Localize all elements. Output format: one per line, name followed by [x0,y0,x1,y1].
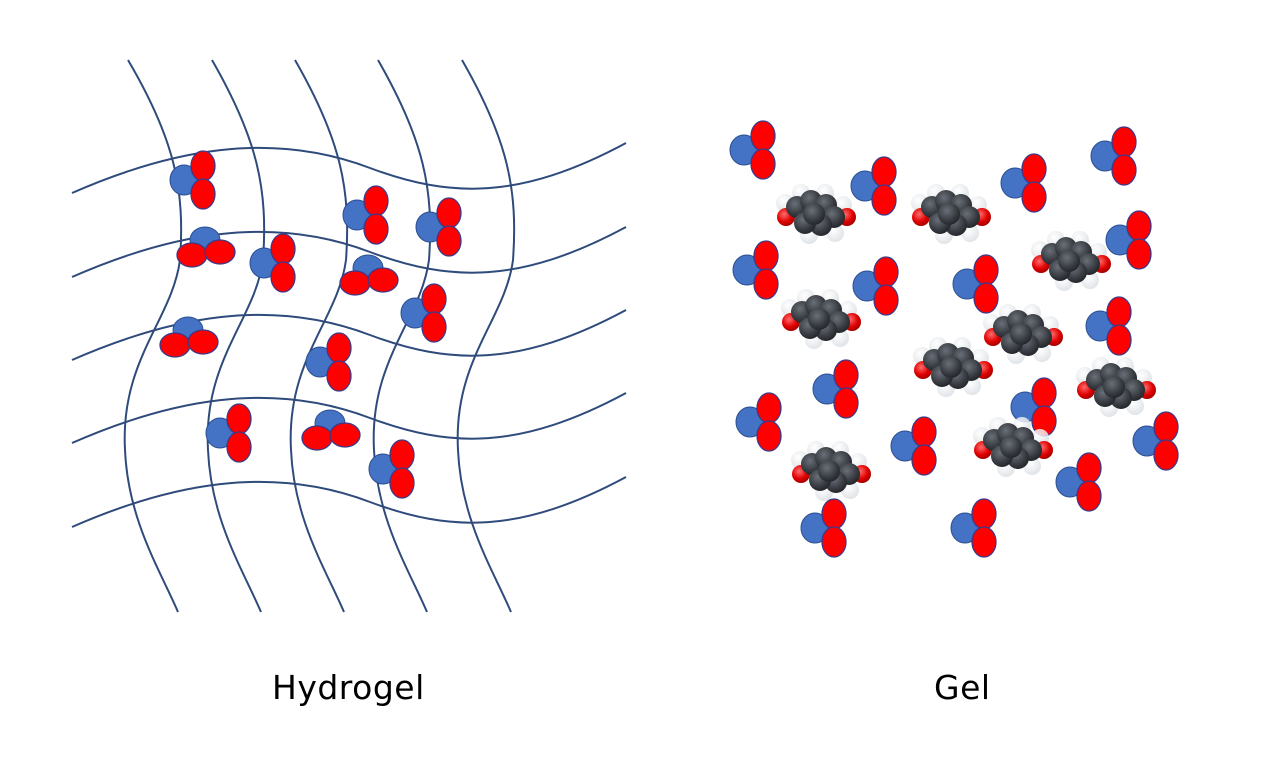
organic-molecule-icon [781,289,861,349]
water-molecule-icon [952,254,999,314]
water-molecule-icon [1010,377,1057,437]
water-molecule-icon [249,233,296,293]
water-molecule-icon [305,332,352,392]
organic-molecule-icon [1031,231,1111,291]
organic-molecules [776,184,1156,501]
organic-molecule-icon [911,184,991,244]
polymer-chain-vertical [456,59,516,613]
water-molecule-icon [735,392,782,452]
polymer-chain-horizontal [71,142,627,194]
polymer-chain-horizontal [71,392,627,444]
water-molecule-icon [342,185,389,245]
organic-molecule-icon [983,304,1063,364]
polymer-chain-vertical [289,59,349,613]
water-molecule-icon [339,254,399,296]
water-molecule-icon [812,359,859,419]
polymer-chain-vertical [372,59,432,613]
water-molecule-icon [368,439,415,499]
organic-molecule-icon [973,417,1053,477]
polymer-chain-vertical [123,59,183,613]
water-molecule-icon [1055,452,1102,512]
water-molecule-icon [890,416,937,476]
water-molecule-icon [852,256,899,316]
water-molecule-icon [729,120,776,180]
water-molecule-icon [301,409,361,451]
hydrogel-caption: Hydrogel [272,668,425,707]
organic-molecule-icon [1076,357,1156,417]
water-molecule-icon [1105,210,1152,270]
water-molecule-icon [1000,153,1047,213]
water-molecule-icon [800,498,847,558]
polymer-chain-vertical [206,59,266,613]
water-molecule-icon [1085,296,1132,356]
water-molecule-icon [732,240,779,300]
organic-molecule-icon [791,441,871,501]
water-molecule-icon [415,197,462,257]
polymer-chain-horizontal [71,309,627,361]
water-molecules [159,120,1179,558]
water-molecule-icon [176,226,236,268]
hydrogel-polymer-network [71,59,627,613]
organic-molecule-icon [913,337,993,397]
water-molecule-icon [1090,126,1137,186]
water-molecule-icon [400,283,447,343]
water-molecule-icon [169,150,216,210]
water-molecule-icon [1132,411,1179,471]
water-molecule-icon [950,498,997,558]
water-molecule-icon [205,403,252,463]
water-molecule-icon [159,316,219,358]
polymer-chain-horizontal [71,476,627,528]
water-molecule-icon [850,156,897,216]
organic-molecule-icon [776,184,856,244]
polymer-chain-horizontal [71,226,627,278]
gel-caption: Gel [934,668,991,707]
